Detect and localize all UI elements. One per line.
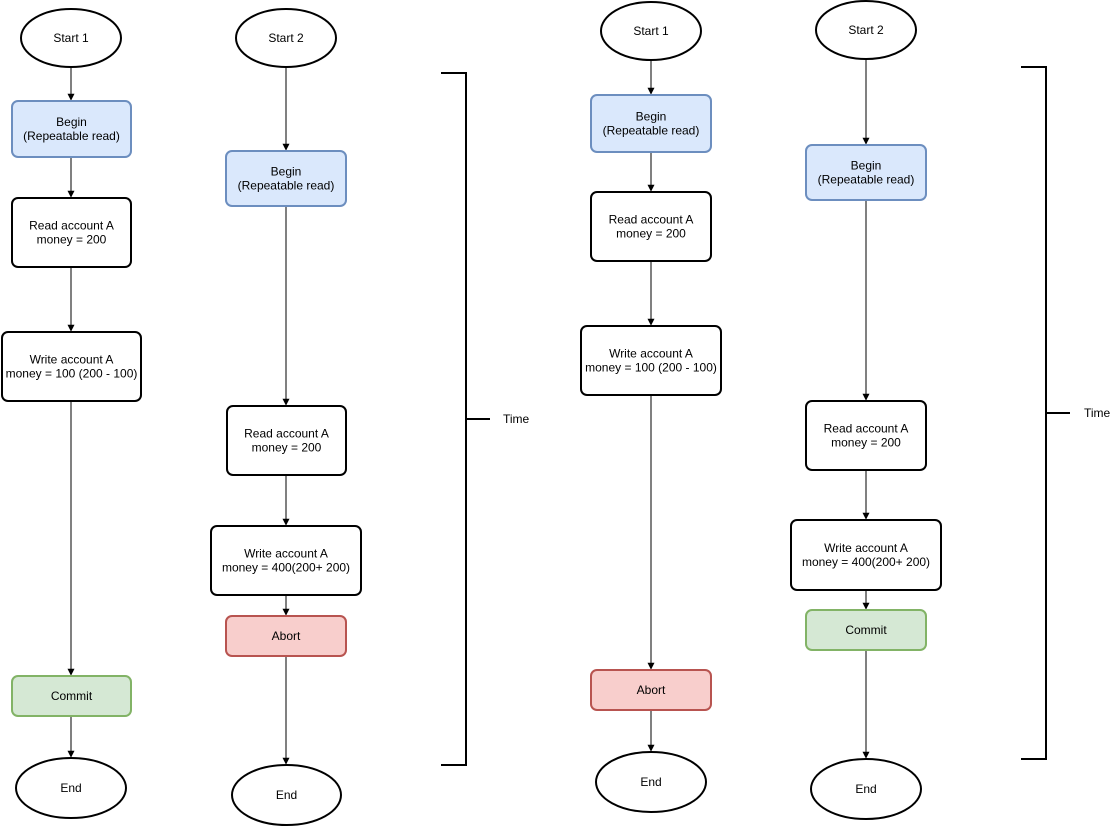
diagram-2-tx-2-commit-node-shape — [805, 609, 927, 651]
diagram-2-tx-1-start-node-shape — [600, 1, 702, 61]
diagram-1-tx-1-step-2-shape — [11, 197, 132, 268]
diagram-1-tx-2-start-node-label: Start 2 — [268, 31, 304, 45]
diagram-1-tx-2-begin-node-label: Begin — [271, 165, 302, 179]
diagram-2-tx-1-begin-node-label: (Repeatable read) — [603, 124, 700, 138]
diagram-1-tx-1-end-node-shape — [15, 757, 127, 819]
diagram-1-tx-2-step-3-shape — [210, 525, 362, 596]
diagram-2-tx-2-step-2-label: Read account A — [824, 422, 909, 436]
diagram-2-tx-1-start-node-label: Start 1 — [633, 24, 669, 38]
diagram-1-tx-2-begin-node: Begin(Repeatable read) — [225, 150, 347, 207]
time-label: Time — [1084, 406, 1111, 420]
diagram-1-tx-2-step-2-shape — [226, 405, 347, 476]
diagram-1-tx-1-begin-node: Begin(Repeatable read) — [11, 100, 132, 158]
diagram-2-tx-2-begin-node: Begin(Repeatable read) — [805, 144, 927, 201]
diagram-2-tx-2-begin-node-label: (Repeatable read) — [818, 173, 915, 187]
diagram-2-tx-2-step-3-label: money = 400(200+ 200) — [802, 555, 930, 569]
time-bracket-line — [1021, 66, 1047, 760]
diagram-1-tx-1-step-2-label: Read account A — [29, 219, 114, 233]
diagram-1-tx-1-step-3-label: Write account A — [30, 353, 114, 367]
diagram-2-tx-2-end-node-shape — [810, 758, 922, 820]
diagram-1-tx-2-step-2-label: money = 200 — [252, 441, 322, 455]
diagram-2-tx-1-begin-node-label: Begin — [636, 110, 667, 124]
diagram-2-tx-2-step-2-shape — [805, 400, 927, 471]
diagram-1-tx-2-abort-node-shape — [225, 615, 347, 657]
diagram-2-tx-2-commit-node: Commit — [805, 609, 927, 651]
diagram-1-tx-1-start-node: Start 1 — [20, 8, 122, 68]
diagram-1-tx-1-step-2-label: money = 200 — [37, 233, 107, 247]
diagram-1-tx-2-end-node-label: End — [276, 788, 297, 802]
diagram-2-tx-2-step-3-shape — [790, 519, 942, 591]
diagram-1-tx-2-step-2-label: Read account A — [244, 427, 329, 441]
diagram-2-tx-1-step-3-label: Write account A — [609, 347, 693, 361]
diagram-1-tx-2-begin-node-label: (Repeatable read) — [238, 179, 335, 193]
diagram-1-tx-1-start-node-shape — [20, 8, 122, 68]
diagram-1-tx-2-start-node-shape — [235, 8, 337, 68]
diagram-1-tx-1-commit-node-label: Commit — [51, 689, 93, 703]
time-label: Time — [503, 412, 530, 426]
diagram-2-tx-2-end-node-label: End — [855, 782, 876, 796]
time-bracket-line — [441, 72, 467, 766]
diagram-1-time-bracket: Time — [441, 72, 530, 766]
diagram-2-tx-2-step-3-label: Write account A — [824, 541, 908, 555]
diagram-2-tx-2-start-node-label: Start 2 — [848, 23, 884, 37]
diagram-2-time-bracket: Time — [1021, 66, 1111, 760]
diagram-1-tx-2-end-node: End — [231, 764, 342, 826]
diagram-1-tx-2-begin-node-shape — [225, 150, 347, 207]
diagram-2-tx-1-step-2-label: money = 200 — [616, 227, 686, 241]
diagram-1-tx-1-begin-node-label: (Repeatable read) — [23, 129, 120, 143]
diagram-2-tx-2-end-node: End — [810, 758, 922, 820]
diagram-1-tx-1-commit-node: Commit — [11, 675, 132, 717]
diagram-1-tx-1-begin-node-shape — [11, 100, 132, 158]
diagram-2-tx-1-abort-node-shape — [590, 669, 712, 711]
diagram-2-tx-1-step-2-label: Read account A — [609, 213, 694, 227]
diagram-1-tx-2-start-node: Start 2 — [235, 8, 337, 68]
diagram-1-tx-2-end-node-shape — [231, 764, 342, 826]
diagram-2-tx-1-step-3-shape — [580, 325, 722, 396]
diagram-1-tx-2-abort-node: Abort — [225, 615, 347, 657]
diagram-2-tx-1-begin-node-shape — [590, 94, 712, 153]
diagram-2-tx-1-end-node: End — [595, 751, 707, 813]
diagram-2-tx-2-start-node: Start 2 — [815, 0, 917, 60]
diagram-2-tx-1-begin-node: Begin(Repeatable read) — [590, 94, 712, 153]
diagram-2-tx-1-abort-node: Abort — [590, 669, 712, 711]
diagram-1-tx-1-end-node: End — [15, 757, 127, 819]
diagram-2-tx-2-step-2-label: money = 200 — [831, 436, 901, 450]
diagram-1-tx-1-step-3-shape — [1, 331, 142, 402]
diagram-2-tx-2-commit-node-label: Commit — [845, 623, 887, 637]
diagram-1-tx-1-begin-node-label: Begin — [56, 115, 87, 129]
diagram-2-tx-1-abort-node-label: Abort — [637, 683, 666, 697]
diagram-1-tx-2-step-3-label: Write account A — [244, 547, 328, 561]
diagram-2-tx-2-begin-node-label: Begin — [851, 159, 882, 173]
diagram-1-tx-1-end-node-label: End — [60, 781, 81, 795]
diagram-2-tx-2-start-node-shape — [815, 0, 917, 60]
diagram-1-tx-2-abort-node-label: Abort — [272, 629, 301, 643]
diagram-1-tx-1-step-3-label: money = 100 (200 - 100) — [6, 367, 138, 381]
diagram-2-tx-2-begin-node-shape — [805, 144, 927, 201]
diagram-2-tx-1-step-3-label: money = 100 (200 - 100) — [585, 361, 717, 375]
diagram-1-tx-2-step-3-label: money = 400(200+ 200) — [222, 561, 350, 575]
diagram-2-tx-1-end-node-shape — [595, 751, 707, 813]
diagram-1-tx-1-commit-node-shape — [11, 675, 132, 717]
diagram-2-tx-1-step-2-shape — [590, 191, 712, 262]
diagram-2-tx-1-start-node: Start 1 — [600, 1, 702, 61]
diagram-1-tx-1-start-node-label: Start 1 — [53, 31, 89, 45]
diagram-2-tx-1-end-node-label: End — [640, 775, 661, 789]
